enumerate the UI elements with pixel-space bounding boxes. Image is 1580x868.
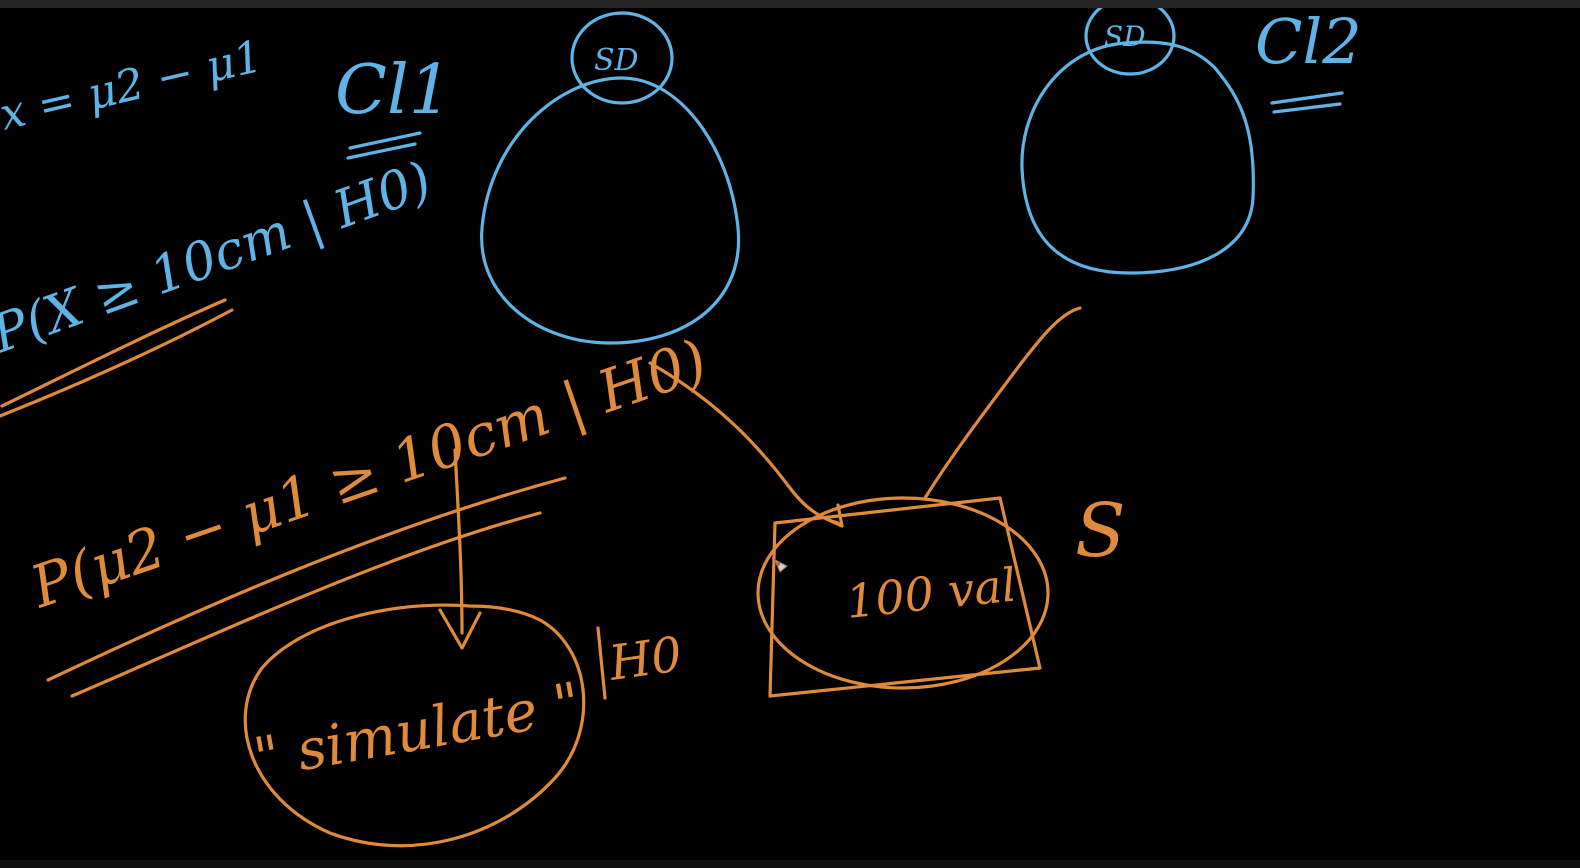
arrow-left-to-sample — [648, 361, 844, 528]
class1-underline — [346, 131, 422, 160]
pen-cursor-icon — [774, 558, 788, 573]
probability-x-text: P(X ≥ 10cm | H0) — [0, 151, 439, 366]
sd-circle-right — [1084, 8, 1176, 76]
class1-label: Cl1 — [335, 51, 452, 130]
class2-label: Cl2 — [1255, 8, 1362, 78]
sample-box — [768, 496, 1042, 698]
drawing-layer: x = μ2 − μ1 Cl1 SD SD Cl2 P(X ≥ 10cm | — [0, 8, 1362, 848]
blue-ink-group: x = μ2 − μ1 Cl1 SD SD Cl2 P(X ≥ 10cm | — [0, 8, 1362, 366]
x-definition-text: x = μ2 − μ1 — [0, 31, 267, 141]
given-bar — [596, 626, 607, 700]
sd-label-right: SD — [1104, 20, 1146, 53]
arrow-right-to-sample — [923, 306, 1082, 500]
whiteboard-canvas[interactable]: x = μ2 − μ1 Cl1 SD SD Cl2 P(X ≥ 10cm | — [0, 8, 1580, 860]
sample-ellipse — [756, 496, 1050, 690]
simulate-text: " simulate " — [249, 670, 585, 791]
probability-mu-text: P(μ2 − μ1 ≥ 10cm | H0) — [21, 326, 715, 622]
population-circle-left — [480, 76, 741, 345]
h0-label: H0 — [605, 626, 685, 692]
sd-circle-left — [570, 11, 674, 105]
simulate-ellipse — [243, 603, 586, 848]
orange-ink-group: P(μ2 − μ1 ≥ 10cm | H0) " simulate " H0 — [0, 298, 1126, 848]
sample-s-label: S — [1075, 488, 1126, 574]
sample-text: 100 val — [844, 557, 1019, 629]
sd-label-left: SD — [594, 43, 639, 78]
probability-mu-underline — [46, 476, 567, 698]
arrow-to-simulate — [438, 448, 482, 650]
top-toolbar-strip — [0, 0, 1580, 8]
population-circle-right — [1020, 40, 1255, 275]
class2-underline — [1270, 91, 1344, 114]
bottom-strip — [0, 860, 1580, 868]
probability-x-underline — [0, 298, 234, 418]
